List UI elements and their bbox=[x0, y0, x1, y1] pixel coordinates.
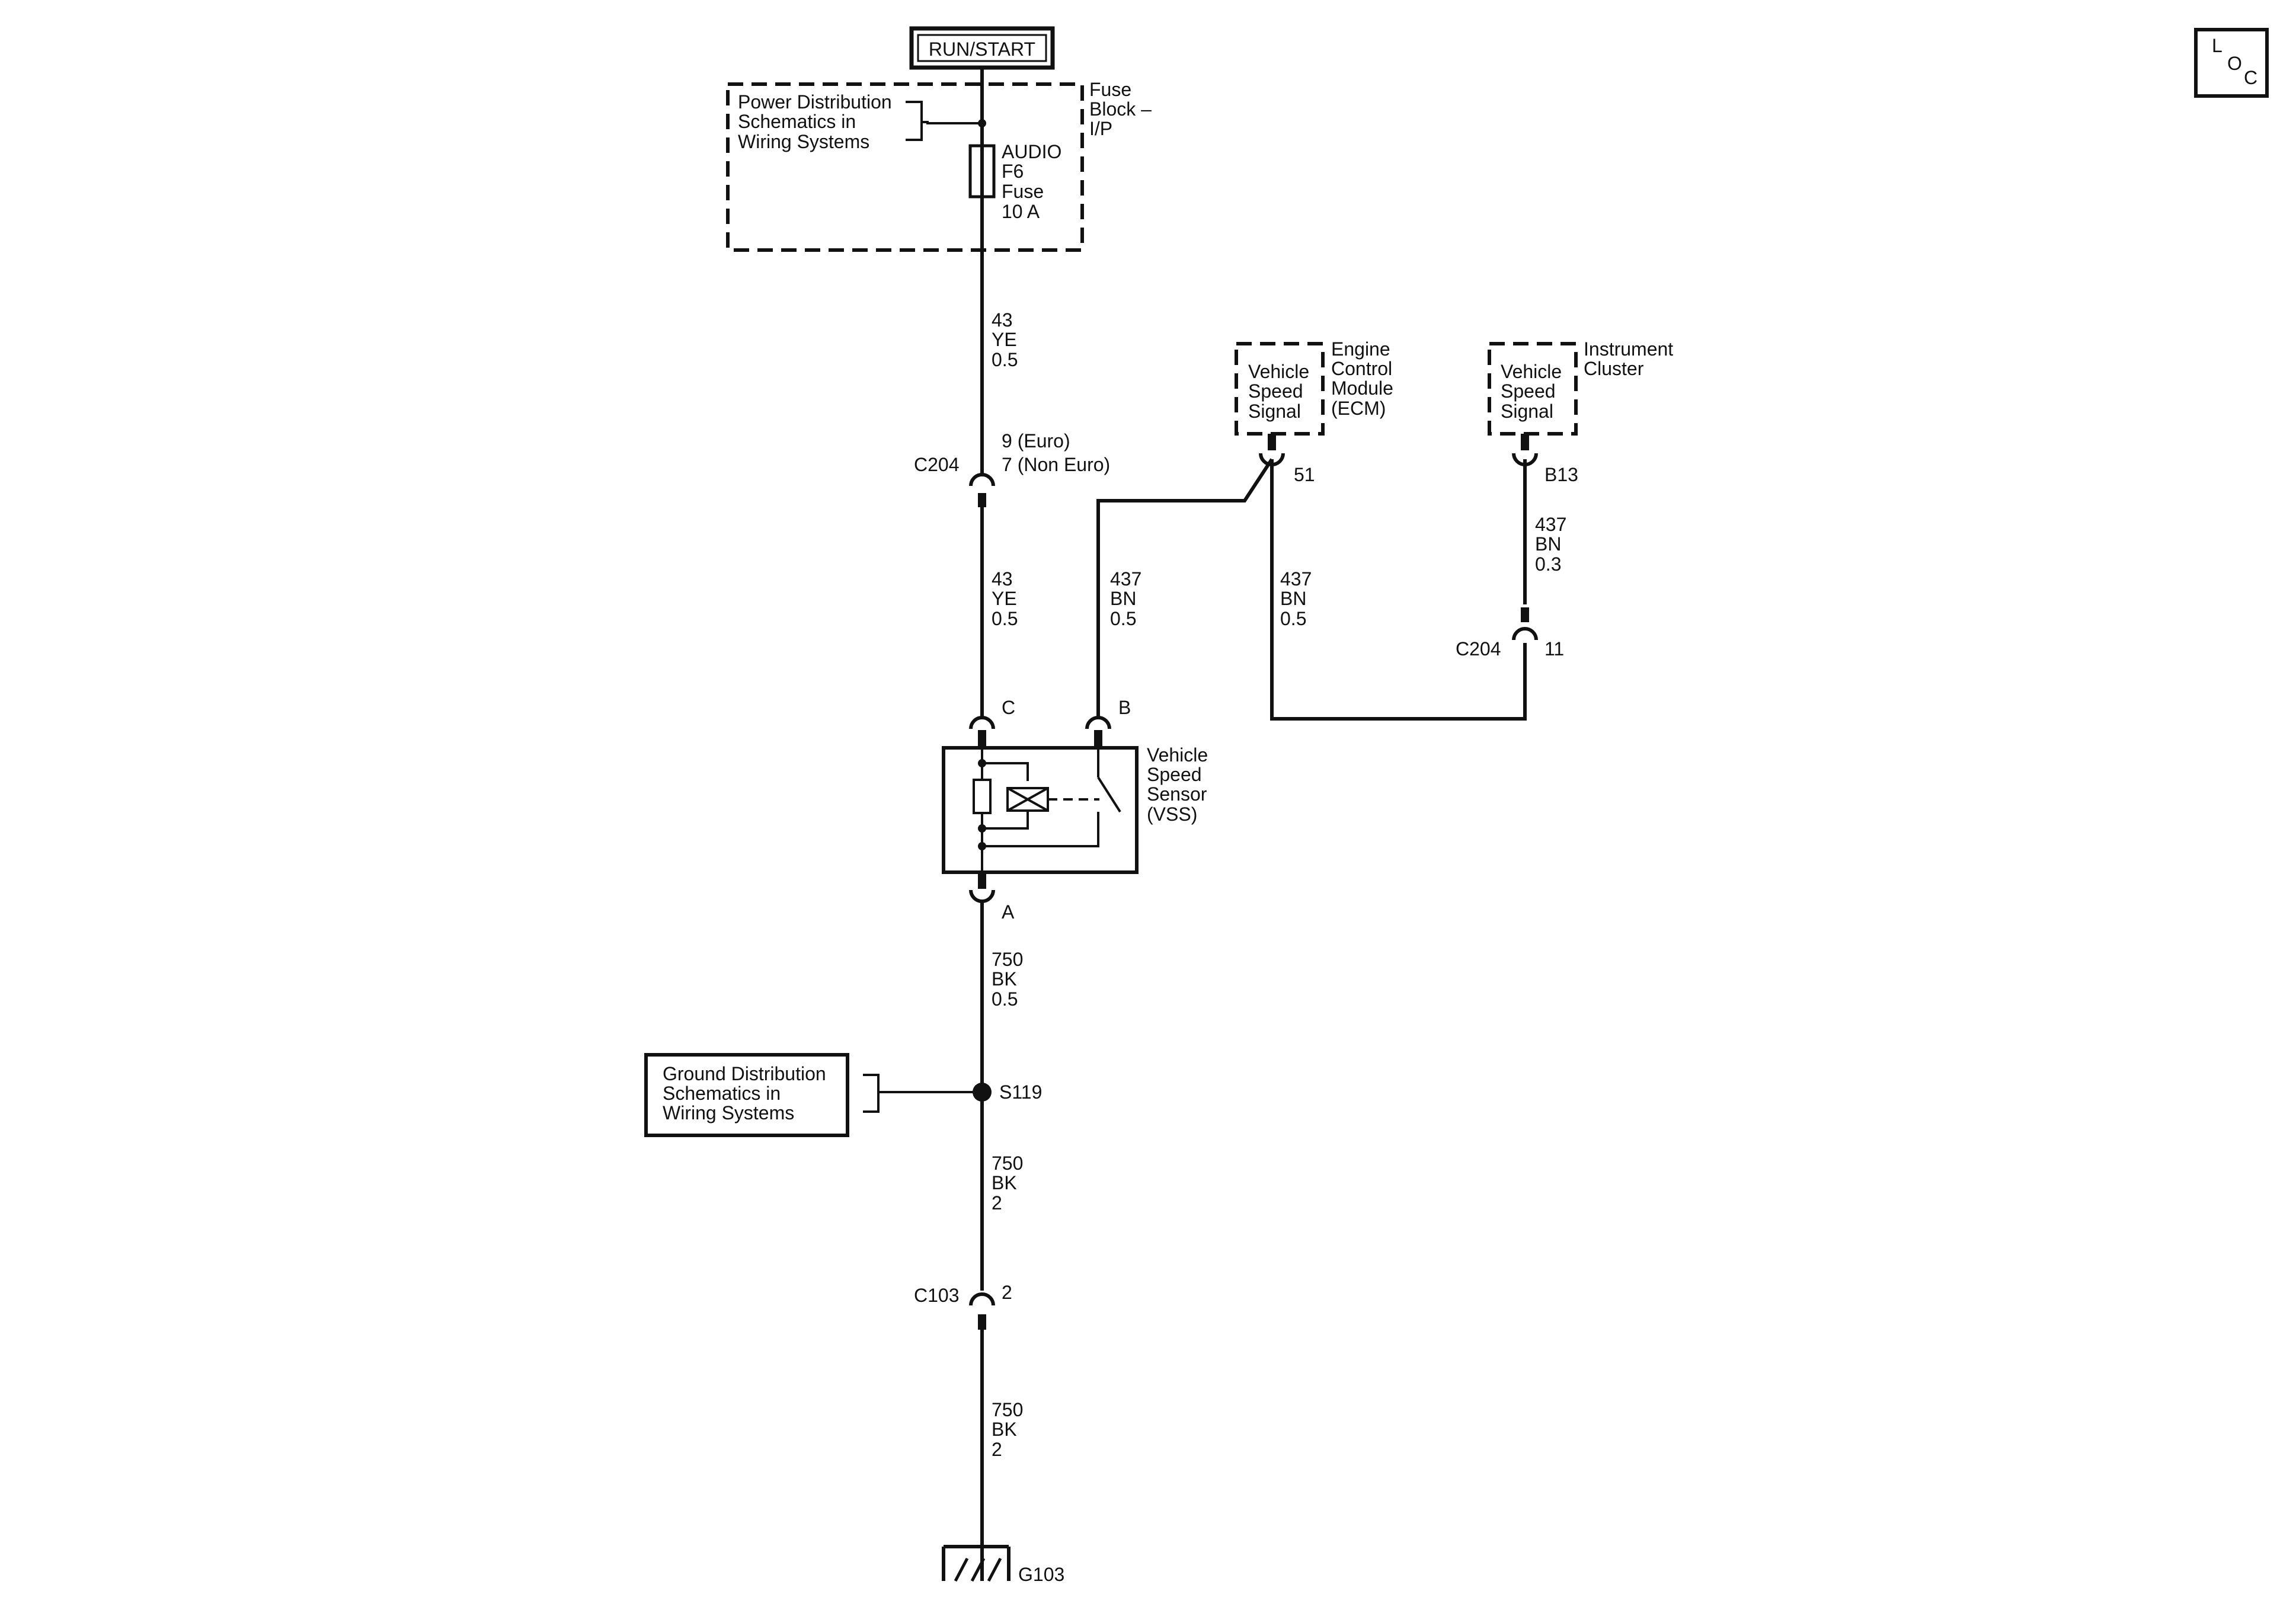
wire-6-size: 0.5 bbox=[992, 988, 1018, 1010]
run-start-label: RUN/START bbox=[929, 39, 1035, 60]
loc-badge-o: O bbox=[2227, 53, 2242, 74]
power-distribution-ref-3: Wiring Systems bbox=[738, 131, 869, 152]
c204-top-pin-non-euro: 7 (Non Euro) bbox=[1002, 454, 1110, 475]
wire-8-circuit: 750 bbox=[992, 1399, 1023, 1420]
loc-badge-l: L bbox=[2212, 35, 2223, 56]
c204-right-pin-11: 11 bbox=[1544, 638, 1564, 660]
vss-label-1: Vehicle bbox=[1147, 744, 1208, 766]
wire-7-circuit: 750 bbox=[992, 1153, 1023, 1174]
fuse-label-4: 10 A bbox=[1002, 201, 1040, 222]
power-distribution-bracket bbox=[906, 101, 979, 141]
wire-4-color: BN bbox=[1280, 588, 1306, 609]
ecm-signal-3: Signal bbox=[1248, 401, 1301, 422]
wire-3-size: 0.5 bbox=[1110, 608, 1136, 629]
wire-3-circuit: 437 bbox=[1110, 568, 1141, 590]
ground-g103-symbol bbox=[942, 1545, 1011, 1582]
fuse-label-3: Fuse bbox=[1002, 181, 1044, 202]
splice-s119-label: S119 bbox=[999, 1081, 1042, 1103]
vss-pin-a-label: A bbox=[1002, 901, 1015, 923]
vss-label-3: Sensor bbox=[1147, 783, 1207, 805]
loc-badge: L O C bbox=[2194, 28, 2269, 98]
run-start-source: RUN/START bbox=[909, 26, 1055, 70]
ecm-signal-box bbox=[1235, 342, 1325, 436]
wire-1-size: 0.5 bbox=[992, 349, 1018, 370]
wire-6-color: BK bbox=[992, 968, 1017, 990]
fuse-label-1: AUDIO bbox=[1002, 141, 1061, 162]
fuse-block-label-2: Block – bbox=[1089, 98, 1152, 120]
ic-label-2: Cluster bbox=[1584, 358, 1644, 379]
vss-connector-c bbox=[969, 716, 995, 729]
wire-437-bn-vss-to-ecm bbox=[1096, 458, 1274, 717]
ecm-label-4: (ECM) bbox=[1331, 398, 1386, 419]
ecm-pin-51: 51 bbox=[1294, 464, 1315, 485]
wire-3-color: BN bbox=[1110, 588, 1136, 609]
ic-signal-1: Vehicle bbox=[1501, 361, 1562, 382]
wire-7-color: BK bbox=[992, 1172, 1017, 1193]
wire-8-color: BK bbox=[992, 1419, 1017, 1440]
ground-distribution-bracket bbox=[863, 1074, 982, 1113]
ic-signal-3: Signal bbox=[1501, 401, 1553, 422]
ecm-label-1: Engine bbox=[1331, 338, 1390, 360]
c204-top-name: C204 bbox=[914, 454, 960, 475]
wire-2-circuit: 43 bbox=[992, 568, 1013, 590]
fuse-block-label-1: Fuse bbox=[1089, 79, 1131, 100]
c204-top-connector bbox=[969, 473, 995, 486]
ecm-label-2: Control bbox=[1331, 358, 1392, 379]
c204-right-connector bbox=[1512, 627, 1538, 641]
instrument-cluster-signal-box bbox=[1488, 342, 1578, 436]
wire-4-size: 0.5 bbox=[1280, 608, 1306, 629]
wire-5-circuit: 437 bbox=[1535, 514, 1566, 535]
ecm-signal-2: Speed bbox=[1248, 380, 1303, 402]
c103-pin-2: 2 bbox=[1002, 1282, 1012, 1303]
ground-ref-1: Ground Distribution bbox=[663, 1063, 826, 1084]
vss-connector-b bbox=[1085, 716, 1111, 729]
wire-4-circuit: 437 bbox=[1280, 568, 1312, 590]
c103-connector bbox=[969, 1292, 995, 1306]
wire-5-size: 0.3 bbox=[1535, 553, 1561, 575]
ground-ref-2: Schematics in bbox=[663, 1083, 781, 1104]
vss-pin-b-label: B bbox=[1118, 697, 1131, 718]
fuse-label-2: F6 bbox=[1002, 161, 1024, 182]
fuse-feed-junction bbox=[978, 119, 986, 127]
ic-label-1: Instrument bbox=[1584, 338, 1673, 360]
ground-g103-label: G103 bbox=[1018, 1564, 1064, 1585]
ic-pin-b13: B13 bbox=[1544, 464, 1578, 485]
vss-pin-c-label: C bbox=[1002, 697, 1015, 718]
vss-internal-circuit bbox=[973, 748, 1121, 872]
fuse-block-label-3: I/P bbox=[1089, 118, 1112, 139]
wire-7-size: 2 bbox=[992, 1192, 1002, 1214]
c204-top-pin-euro: 9 (Euro) bbox=[1002, 430, 1070, 452]
c103-name: C103 bbox=[914, 1285, 960, 1306]
vss-label-2: Speed bbox=[1147, 764, 1202, 785]
wire-2-size: 0.5 bbox=[992, 608, 1018, 629]
ground-distribution-box bbox=[644, 1053, 849, 1137]
wire-6-circuit: 750 bbox=[992, 949, 1023, 970]
ground-ref-3: Wiring Systems bbox=[663, 1102, 794, 1124]
vss-connector-a bbox=[969, 889, 995, 903]
ic-signal-2: Speed bbox=[1501, 380, 1556, 402]
ecm-label-3: Module bbox=[1331, 377, 1393, 399]
wire-8-size: 2 bbox=[992, 1439, 1002, 1460]
wire-1-color: YE bbox=[992, 329, 1017, 350]
ecm-signal-1: Vehicle bbox=[1248, 361, 1309, 382]
fuse-block-enclosure bbox=[726, 82, 1084, 252]
wire-1-circuit: 43 bbox=[992, 309, 1013, 331]
power-distribution-ref-2: Schematics in bbox=[738, 111, 856, 132]
wire-2-color: YE bbox=[992, 588, 1017, 609]
wire-5-color: BN bbox=[1535, 533, 1561, 555]
loc-badge-c: C bbox=[2244, 67, 2257, 88]
c204-right-name: C204 bbox=[1456, 638, 1501, 660]
vss-label-4: (VSS) bbox=[1147, 804, 1197, 825]
wire-437-bn-ecm-to-c204 bbox=[1270, 459, 1527, 721]
power-distribution-ref-1: Power Distribution bbox=[738, 91, 892, 113]
